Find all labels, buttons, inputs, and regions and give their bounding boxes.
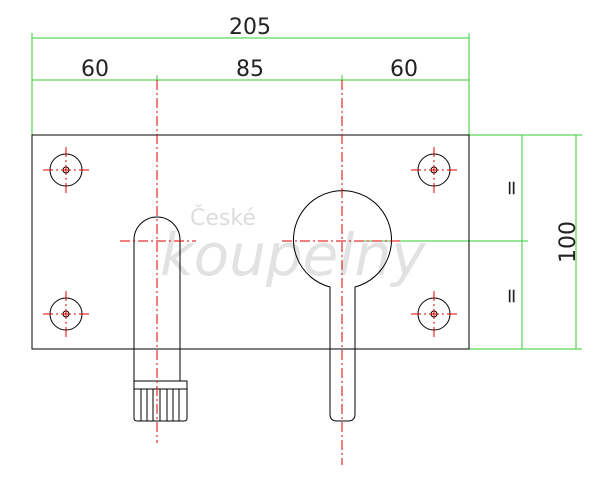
watermark: České koupelny [160, 205, 426, 289]
aerator-knurling [140, 389, 180, 421]
label-equal-upper: = [499, 180, 523, 197]
label-overall-height: 100 [556, 221, 581, 263]
spout-body [133, 216, 181, 381]
label-center-spacing: 85 [236, 57, 264, 82]
screw-hole-bottom-left [43, 291, 89, 337]
watermark-line-1: České [190, 205, 256, 231]
screw-hole-top-right [411, 147, 457, 193]
dimension-lines [31, 33, 582, 350]
watermark-line-2: koupelny [160, 221, 426, 289]
spout [133, 216, 188, 422]
center-lines [120, 80, 402, 465]
dimension-labels: 205 60 85 60 100 = = [81, 15, 581, 304]
label-right-offset: 60 [390, 57, 418, 82]
mounting-plate [31, 134, 470, 350]
label-left-offset: 60 [81, 57, 109, 82]
screw-hole-top-left [43, 147, 89, 193]
screw-hole-bottom-right [411, 291, 457, 337]
spout-nut [133, 380, 188, 390]
screw-holes [43, 147, 457, 337]
label-overall-width: 205 [229, 15, 271, 40]
label-equal-lower: = [499, 288, 523, 305]
lever-handle [293, 190, 392, 422]
